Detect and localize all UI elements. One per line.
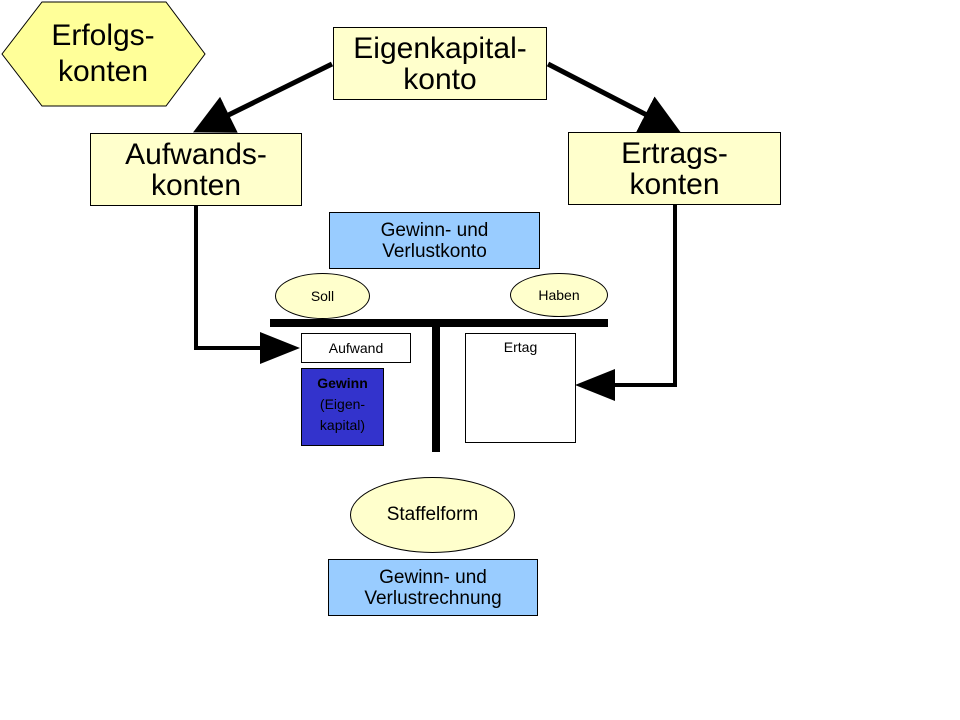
ertag-label: Ertag <box>503 339 538 355</box>
ertragskonten-box: Ertrags- konten <box>568 132 781 205</box>
gewinn-und-verlustkonto-box: Gewinn- und Verlustkonto <box>329 212 540 269</box>
arrow-to-revenue <box>546 61 681 133</box>
revenue-flow-line <box>575 205 677 401</box>
ertag-box: Ertag <box>465 333 576 443</box>
erfolgskonten-hexagon <box>1 1 206 107</box>
staffelform-label: Staffelform <box>386 504 479 525</box>
arrow-to-expense <box>193 61 334 133</box>
eigenkapitalkonto-box: Eigenkapital- konto <box>333 27 547 100</box>
gewinn-und-verlustrechnung-box: Gewinn- und Verlustrechnung <box>328 559 538 616</box>
expense-flow-line <box>194 205 300 364</box>
gewinn-title: Gewinn <box>317 375 368 391</box>
haben-ellipse: Haben <box>510 273 608 317</box>
gewinn-box: Gewinn (Eigen- kapital) <box>301 368 384 446</box>
aufwand-box: Aufwand <box>301 333 411 363</box>
aufwandskonten-box: Aufwands- konten <box>90 133 302 206</box>
soll-label: Soll <box>310 288 335 304</box>
gewinn-subtitle: (Eigen- kapital) <box>319 396 366 433</box>
haben-label: Haben <box>538 287 580 303</box>
soll-ellipse: Soll <box>275 273 370 319</box>
staffelform-ellipse: Staffelform <box>350 477 515 553</box>
